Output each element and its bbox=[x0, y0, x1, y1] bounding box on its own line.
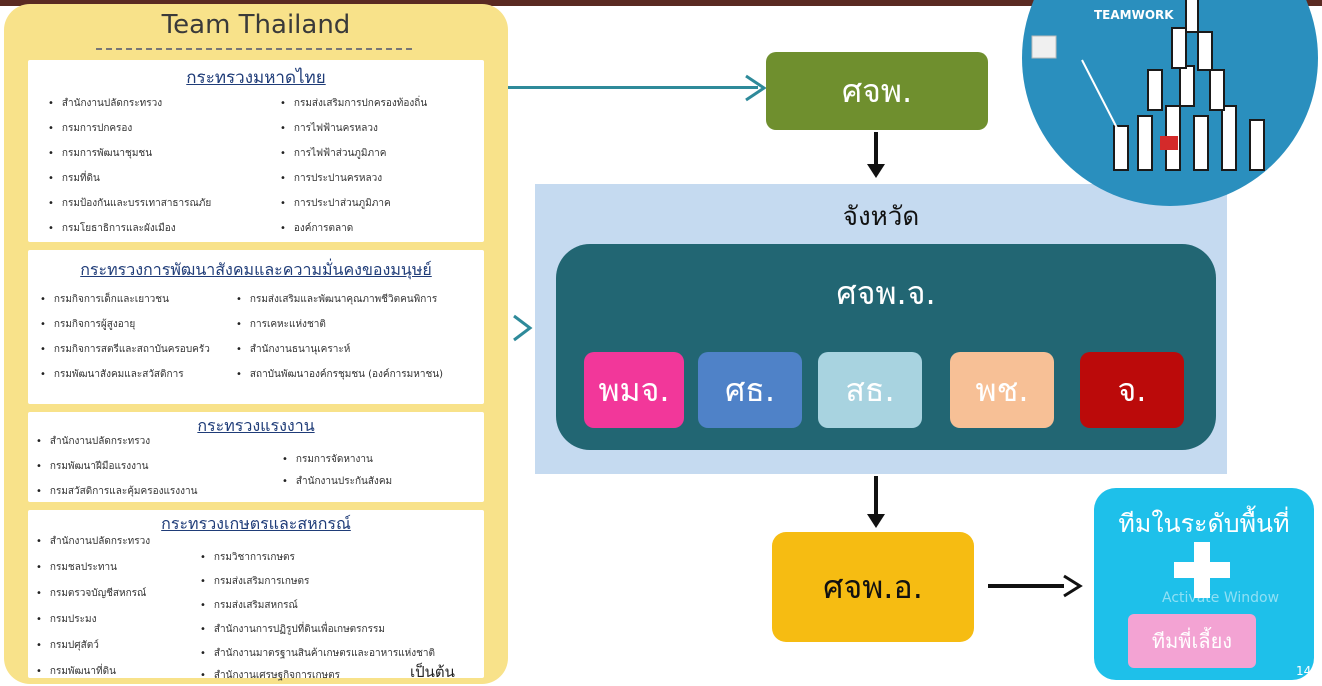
ministry-item: กรมการพัฒนาชุมชน bbox=[48, 146, 152, 161]
province-title: จังหวัด bbox=[842, 202, 920, 232]
ministry-item: สำนักงานการปฏิรูปที่ดินเพื่อเกษตรกรรม bbox=[200, 622, 385, 637]
ministry-item: กรมสวัสดิการและคุ้มครองแรงงาน bbox=[36, 484, 198, 499]
ministry-item: สำนักงานประกันสังคม bbox=[282, 474, 392, 489]
ministry-item: การเคหะแห่งชาติ bbox=[236, 317, 326, 332]
arrowhead-right-icon bbox=[1063, 574, 1083, 598]
chip-pmj: พมจ. bbox=[584, 352, 684, 428]
ministry-item: กรมวิชาการเกษตร bbox=[200, 550, 295, 565]
ministry-item: กรมตรวจบัญชีสหกรณ์ bbox=[36, 586, 146, 601]
ministry-item: สำนักงานมาตรฐานสินค้าเกษตรและอาหารแห่งชา… bbox=[200, 646, 435, 661]
ministry-title: กระทรวงแรงงาน bbox=[197, 416, 315, 435]
center-command-label: ศจพ. bbox=[841, 71, 913, 110]
district-label: ศจพ.อ. bbox=[823, 567, 923, 606]
connector-to-center bbox=[508, 86, 758, 89]
ministry-item: สถาบันพัฒนาองค์กรชุมชน (องค์การมหาชน) bbox=[236, 367, 443, 382]
teamwork-caption: TEAMWORK bbox=[1094, 8, 1174, 22]
ministry-agriculture-box: กระทรวงเกษตรและสหกรณ์ สำนักงานปลัดกระทรว… bbox=[28, 510, 484, 681]
ministry-item: กรมประมง bbox=[36, 612, 97, 627]
chip-label: พมจ. bbox=[598, 370, 670, 409]
ministry-item: กรมการปกครอง bbox=[48, 121, 132, 136]
ministry-item: กรมปศุสัตว์ bbox=[36, 638, 99, 653]
ministry-social-box: กระทรวงการพัฒนาสังคมและความมั่นคงของมนุษ… bbox=[28, 250, 484, 404]
ministry-item: กรมโยธาธิการและผังเมือง bbox=[48, 221, 176, 236]
ministry-item: กรมป้องกันและบรรเทาสาธารณภัย bbox=[48, 196, 211, 211]
ministry-item: กรมพัฒนาฝีมือแรงงาน bbox=[36, 459, 149, 474]
field-team-title: ทีมในระดับพื้นที่ bbox=[1118, 509, 1290, 538]
watermark-text: Activate Window bbox=[1162, 590, 1280, 606]
ministry-item: กรมกิจการผู้สูงอายุ bbox=[40, 317, 135, 332]
ministry-item: การประปาส่วนภูมิภาค bbox=[280, 196, 391, 211]
arrow-shaft bbox=[874, 476, 878, 516]
chip-label: ศธ. bbox=[724, 370, 775, 409]
ministry-title: กระทรวงการพัฒนาสังคมและความมั่นคงของมนุษ… bbox=[80, 260, 432, 279]
ministry-item: สำนักงานธนานุเคราะห์ bbox=[236, 342, 350, 357]
chip-education: ศธ. bbox=[698, 352, 802, 428]
ministry-item: กรมชลประทาน bbox=[36, 560, 117, 575]
chip-community: พช. bbox=[950, 352, 1054, 428]
ministry-item: การไฟฟ้านครหลวง bbox=[280, 121, 378, 136]
arrow-shaft bbox=[988, 584, 1064, 588]
mentor-team-label: ทีมพี่เลี้ยง bbox=[1128, 614, 1256, 668]
district-box: ศจพ.อ. bbox=[772, 532, 974, 642]
ministry-item: การไฟฟ้าส่วนภูมิภาค bbox=[280, 146, 386, 161]
ministry-item: สำนักงานปลัดกระทรวง bbox=[36, 434, 150, 449]
page-number: 14 bbox=[1296, 664, 1312, 678]
plus-icon bbox=[1174, 542, 1230, 598]
chip-label: จ. bbox=[1117, 370, 1147, 409]
chip-label: พช. bbox=[975, 370, 1029, 409]
team-thailand-panel: Team Thailand กระทรวงมหาดไทย สำนักงานปลั… bbox=[4, 4, 508, 684]
et-cetera-label: เป็นต้น bbox=[410, 663, 455, 681]
ministry-item: การประปานครหลวง bbox=[280, 171, 382, 186]
ministry-item: กรมส่งเสริมการเกษตร bbox=[200, 574, 309, 589]
ministry-item: กรมพัฒนาที่ดิน bbox=[36, 664, 116, 679]
ministry-item: องค์การตลาด bbox=[280, 221, 353, 236]
ministry-item: สำนักงานปลัดกระทรวง bbox=[48, 96, 162, 111]
team-thailand-title: Team Thailand bbox=[161, 10, 351, 40]
ministry-item: กรมพัฒนาสังคมและสวัสดิการ bbox=[40, 367, 184, 382]
ministry-title: กระทรวงมหาดไทย bbox=[186, 68, 326, 88]
ministry-item: กรมกิจการสตรีและสถาบันครอบครัว bbox=[40, 342, 210, 357]
center-command-box: ศจพ. bbox=[766, 52, 988, 130]
ministry-item: กรมส่งเสริมสหกรณ์ bbox=[200, 598, 298, 613]
chip-health: สธ. bbox=[818, 352, 922, 428]
ministry-item: กรมกิจการเด็กและเยาวชน bbox=[40, 292, 169, 307]
ministry-title: กระทรวงเกษตรและสหกรณ์ bbox=[161, 514, 351, 533]
arrowhead-right-icon bbox=[745, 74, 767, 102]
arrowhead-down-icon bbox=[867, 514, 885, 528]
top-border bbox=[0, 0, 1322, 6]
ministry-item: สำนักงานปลัดกระทรวง bbox=[36, 534, 150, 549]
arrowhead-right-icon bbox=[513, 314, 533, 342]
ministry-interior-box: กระทรวงมหาดไทย สำนักงานปลัดกระทรวง กรมกา… bbox=[28, 60, 484, 242]
ministry-item: กรมที่ดิน bbox=[48, 171, 100, 186]
arrow-shaft bbox=[874, 132, 878, 166]
title-divider bbox=[96, 48, 412, 50]
ministry-item: สำนักงานเศรษฐกิจการเกษตร bbox=[200, 668, 340, 683]
ministry-item: กรมการจัดหางาน bbox=[282, 452, 373, 467]
chip-label: สธ. bbox=[845, 370, 895, 409]
chip-province: จ. bbox=[1080, 352, 1184, 428]
teamwork-illustration: TEAMWORK bbox=[1022, 0, 1318, 206]
ministry-item: กรมส่งเสริมและพัฒนาคุณภาพชีวิตคนพิการ bbox=[236, 292, 437, 307]
province-center-title: ศจพ.จ. bbox=[836, 274, 936, 312]
ministry-item: กรมส่งเสริมการปกครองท้องถิ่น bbox=[280, 96, 427, 111]
arrowhead-down-icon bbox=[867, 164, 885, 178]
ministry-labour-box: กระทรวงแรงงาน สำนักงานปลัดกระทรวง กรมพัฒ… bbox=[28, 412, 484, 502]
